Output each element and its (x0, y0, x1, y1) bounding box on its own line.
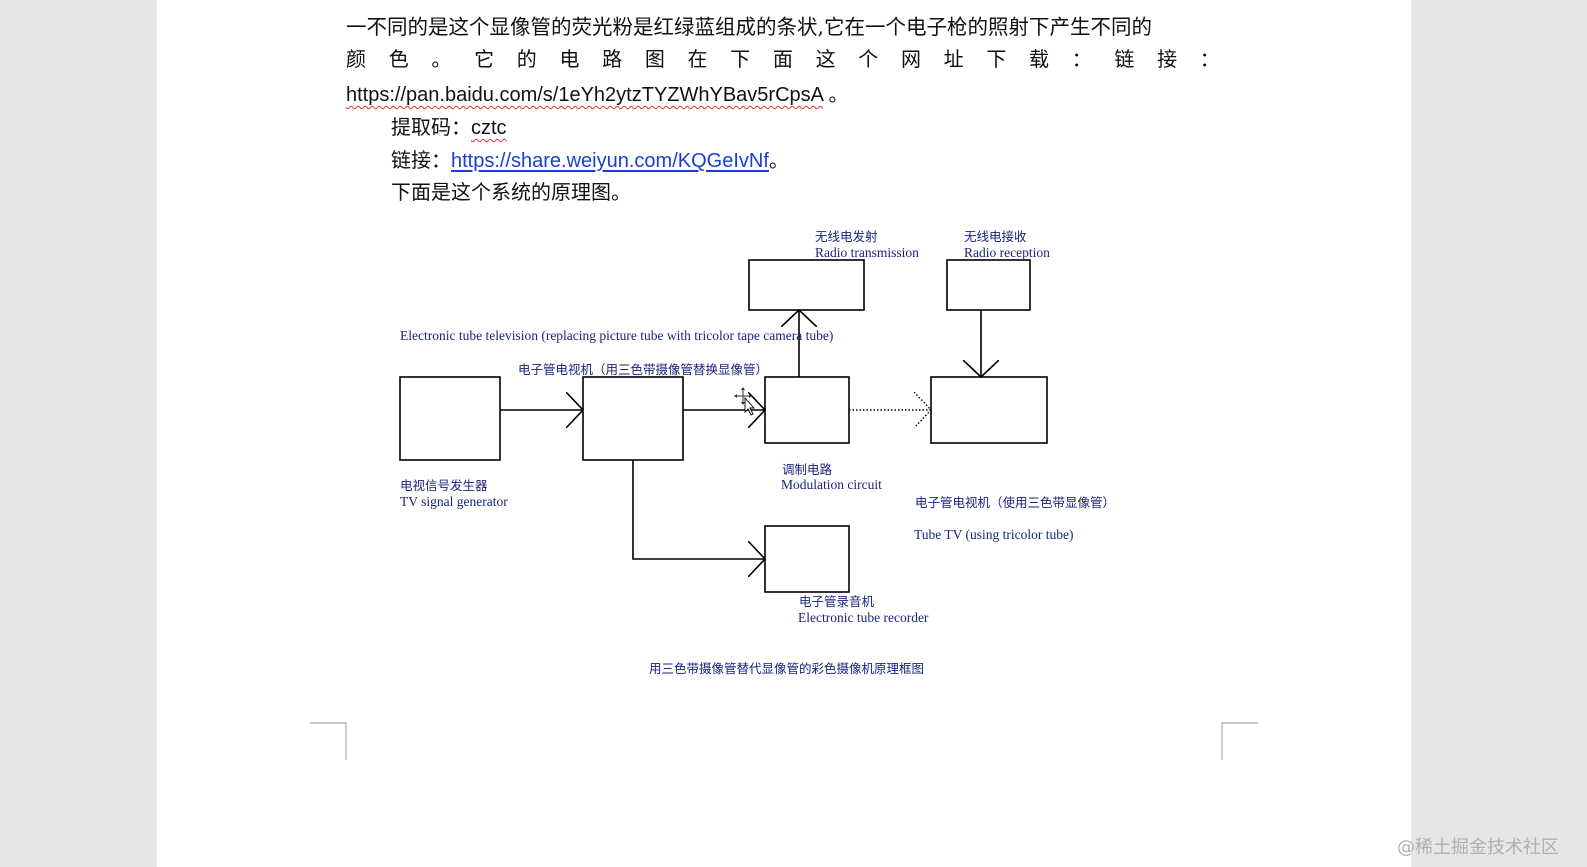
diagram-caption: 用三色带摄像管替代显像管的彩色摄像机原理框图 (649, 661, 925, 676)
radio-transmission-label-cn: 无线电发射 (815, 229, 878, 244)
watermark: @稀土掘金技术社区 (1397, 837, 1559, 858)
line2-char: 接 (1157, 47, 1178, 71)
extraction-code-line: 提取码：cztc (391, 111, 507, 140)
link-tail: 。 (768, 148, 789, 172)
line2-char: 它 (474, 47, 495, 71)
line2-char: 网 (900, 47, 921, 71)
line2-char: 这 (815, 47, 836, 71)
page-corner-mark-left (310, 722, 347, 760)
code-label: 提取码： (391, 115, 471, 139)
url-tail: 。 (822, 84, 849, 106)
paragraph-line-2: 颜色。它的电路图在下面这个网址下载：链接： (346, 43, 1220, 72)
line2-char: 。 (431, 47, 452, 71)
line2-char: 电 (559, 47, 580, 71)
line2-char: 个 (858, 47, 879, 71)
tube-recorder-box (764, 525, 850, 593)
line2-char: ： (1199, 47, 1220, 71)
code-value: cztc (471, 117, 507, 139)
tv-signal-generator-label-en: TV signal generator (400, 494, 508, 509)
document-page (157, 0, 1411, 867)
link-label: 链接： (391, 148, 451, 172)
radio-reception-label-en: Radio reception (964, 245, 1050, 260)
modulation-circuit-box (764, 376, 850, 444)
tv-signal-generator-label-cn: 电视信号发生器 (400, 478, 488, 493)
electronic-tube-tv-label-en: Electronic tube television (replacing pi… (400, 328, 834, 343)
line2-char: 色 (388, 47, 409, 71)
electronic-tube-tv-label-cn: 电子管电视机（用三色带摄像管替换显像管） (518, 362, 769, 377)
radio-reception-box (946, 259, 1031, 311)
page-corner-mark-right (1221, 722, 1258, 760)
line2-char: 的 (516, 47, 537, 71)
line2-char: 下 (730, 47, 751, 71)
baidu-url[interactable]: https://pan.baidu.com/s/1eYh2ytzTYZWhYBa… (346, 84, 823, 106)
radio-reception-label-cn: 无线电接收 (964, 229, 1027, 244)
modulation-circuit-label-en: Modulation circuit (781, 477, 882, 492)
line2-char: 址 (943, 47, 964, 71)
line2-char: 下 (986, 47, 1007, 71)
move-cursor-icon (734, 387, 756, 416)
line2-char: 路 (602, 47, 623, 71)
tube-recorder-label-en: Electronic tube recorder (798, 610, 929, 625)
line2-char: ： (1071, 47, 1092, 71)
line2-char: 载 (1029, 47, 1049, 71)
url-line: https://pan.baidu.com/s/1eYh2ytzTYZWhYBa… (346, 78, 848, 107)
line2-char: 面 (772, 47, 793, 71)
line2-char: 颜 (346, 47, 366, 71)
arrow-tv-to-recorder (632, 460, 765, 559)
diagram-intro: 下面是这个系统的原理图。 (391, 180, 631, 204)
weiyun-link[interactable]: https://share.weiyun.com/KQGeIvNf (451, 150, 769, 172)
tube-tv-box (930, 376, 1048, 444)
line2-char: 链 (1114, 47, 1135, 71)
tube-recorder-label-cn: 电子管录音机 (799, 594, 875, 609)
tube-tv-label-en: Tube TV (using tricolor tube) (914, 527, 1074, 542)
line2-char: 在 (687, 47, 708, 71)
tv-signal-generator-box (399, 376, 501, 461)
tube-tv-label-cn: 电子管电视机（使用三色带显像管） (915, 495, 1116, 510)
modulation-circuit-label-cn: 调制电路 (782, 462, 833, 477)
weiyun-link-line: 链接：https://share.weiyun.com/KQGeIvNf。 (391, 144, 789, 173)
radio-transmission-label-en: Radio transmission (815, 245, 919, 260)
radio-transmission-box (748, 259, 865, 311)
line2-char: 图 (644, 47, 665, 71)
paragraph-line-1: 一不同的是这个显像管的荧光粉是红绿蓝组成的条状,它在一个电子枪的照射下产生不同的 (346, 15, 1153, 39)
electronic-tube-tv-box (582, 376, 684, 461)
